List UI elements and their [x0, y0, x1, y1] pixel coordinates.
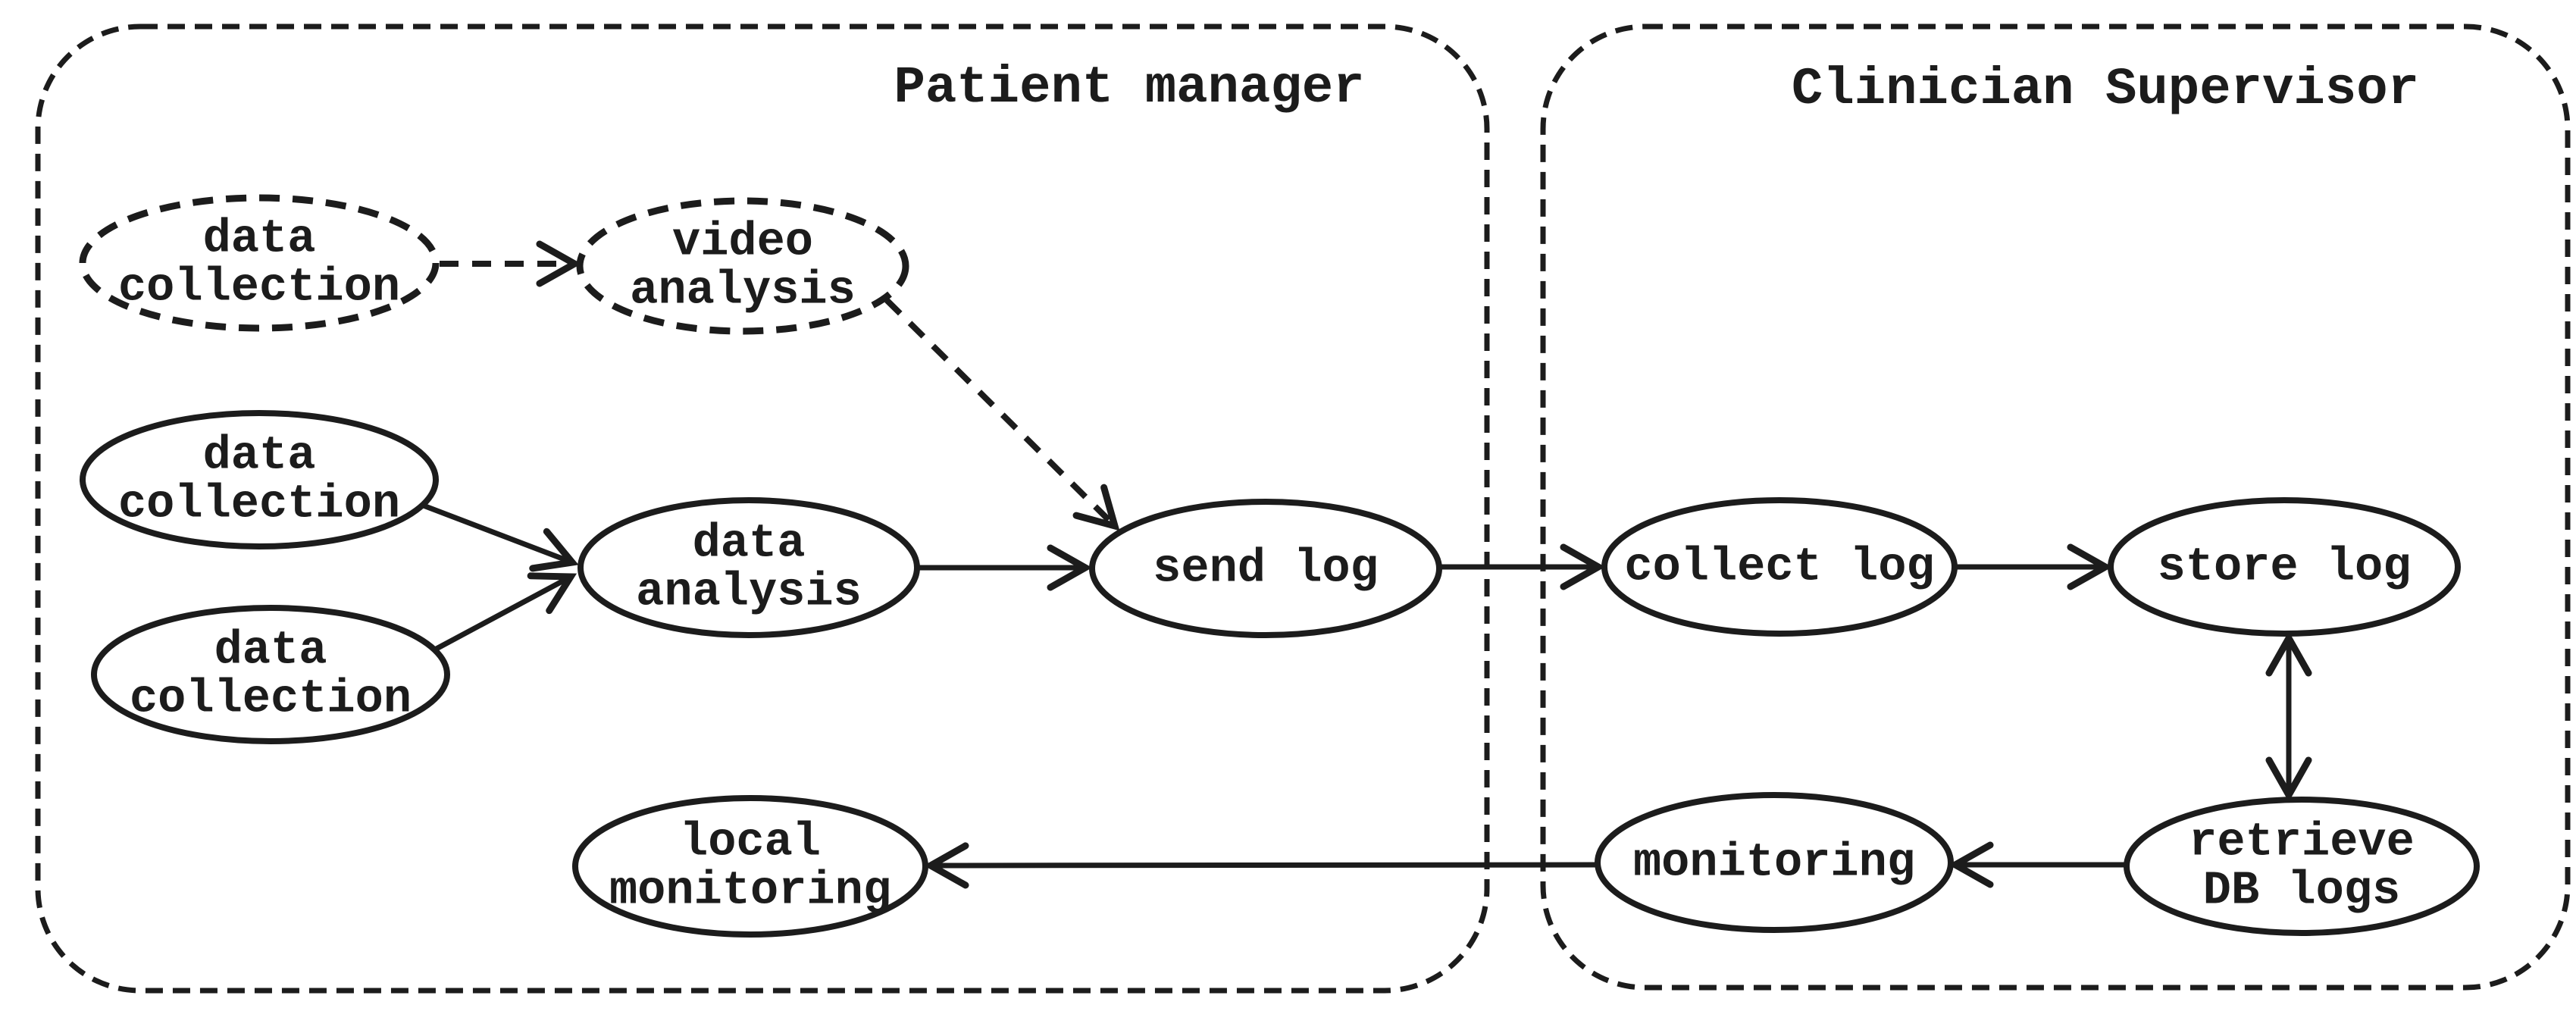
edge-data-collection-2-to-data-analysis: [432, 572, 577, 653]
edge-video-analysis-to-send-log: [884, 298, 1120, 531]
local-monitoring-label-line2: monitoring: [609, 864, 891, 918]
data-collection-1-label-line2: collection: [118, 477, 400, 531]
data-collection-2-label-line1: data: [214, 624, 327, 678]
clinician-supervisor-border: [1540, 23, 2571, 991]
data-analysis-ellipse: [577, 497, 920, 638]
node-data-collection-2: data collection: [91, 605, 450, 744]
node-local-monitoring: local monitoring: [572, 795, 928, 938]
data-collection-1-label-line1: data: [203, 429, 316, 483]
node-send-log: send log: [1089, 499, 1442, 638]
edge-monitoring-to-local-monitoring: [923, 842, 1597, 889]
data-collection-2-ellipse: [91, 605, 450, 744]
node-data-collection-video: data collection: [79, 194, 440, 332]
node-data-analysis: data analysis: [577, 497, 920, 638]
patient-manager-title: Patient manager: [894, 58, 1364, 117]
patient-manager-border: [35, 23, 1490, 994]
node-monitoring: monitoring: [1595, 792, 1954, 933]
retrieve-db-logs-label-line1: retrieve: [2189, 816, 2415, 869]
collect-log-label: collect log: [1624, 540, 1934, 594]
store-log-label: store log: [2158, 540, 2412, 594]
data-collection-1-ellipse: [80, 410, 439, 549]
node-video-analysis: video analysis: [576, 197, 909, 335]
retrieve-db-logs-label-line2: DB logs: [2203, 864, 2400, 918]
send-log-label: send log: [1153, 542, 1379, 596]
node-collect-log: collect log: [1601, 497, 1958, 637]
container-clinician-supervisor: Clinician Supervisor: [1540, 23, 2571, 991]
data-analysis-label-line2: analysis: [636, 565, 862, 619]
video-analysis-label-line1: video: [672, 215, 813, 269]
node-data-collection-1: data collection: [80, 410, 439, 549]
video-analysis-label-line2: analysis: [630, 264, 856, 318]
clinician-supervisor-title: Clinician Supervisor: [1792, 60, 2419, 119]
monitoring-label: monitoring: [1633, 836, 1915, 890]
data-collection-2-label-line2: collection: [130, 672, 412, 726]
data-collection-video-label-line1: data: [203, 212, 316, 266]
node-store-log: store log: [2108, 497, 2461, 637]
container-patient-manager: Patient manager: [35, 23, 1490, 994]
local-monitoring-label-line1: local: [680, 816, 821, 869]
data-collection-video-label-line2: collection: [118, 261, 400, 315]
edge-data-collection-1-to-data-analysis: [420, 502, 579, 572]
data-analysis-label-line1: data: [693, 517, 806, 571]
data-collection-video-ellipse: [79, 194, 440, 332]
node-retrieve-db-logs: retrieve DB logs: [2124, 797, 2480, 936]
